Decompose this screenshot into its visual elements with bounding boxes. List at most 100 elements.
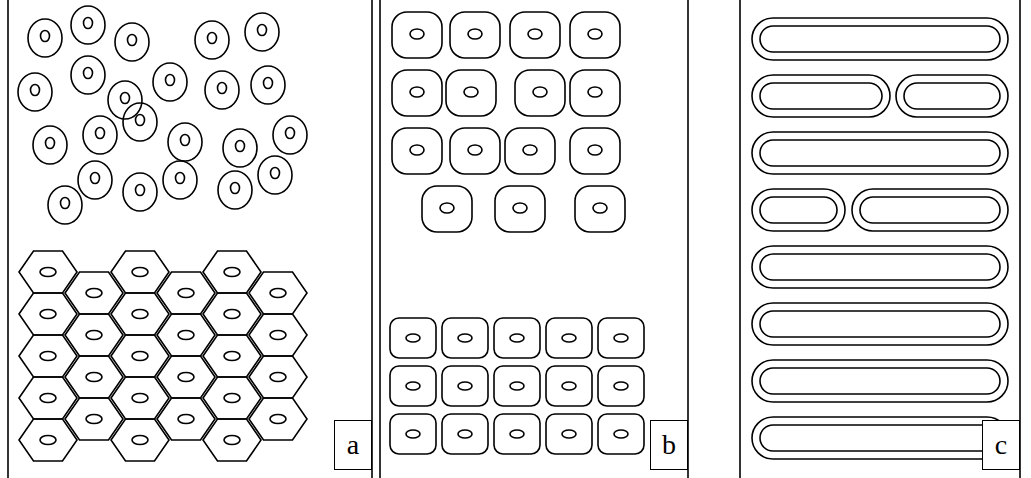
rounded-cell: [446, 70, 496, 116]
hexagonal-cell: [111, 293, 169, 335]
hexagonal-cell: [249, 398, 307, 440]
flattened-cell: [494, 366, 540, 406]
hexagonal-cell: [111, 419, 169, 461]
hexagonal-cell: [249, 314, 307, 356]
round-cell: [123, 103, 157, 141]
flattened-cell: [546, 366, 592, 406]
flattened-cell: [442, 366, 488, 406]
hexagonal-cell: [19, 377, 77, 419]
elongated-cells: [752, 18, 1008, 459]
hexagonal-cell: [157, 356, 215, 398]
hexagonal-cell: [203, 419, 261, 461]
hexagonal-cell: [203, 293, 261, 335]
hexagonal-cell: [157, 314, 215, 356]
flattened-cell: [598, 318, 644, 358]
elongated-cell: [752, 132, 1008, 174]
panel-border: [7, 0, 9, 478]
rounded-cell: [570, 128, 620, 174]
hexagonal-cell: [203, 377, 261, 419]
hexagonal-cell: [19, 335, 77, 377]
round-cell: [205, 71, 239, 109]
rounded-cell: [515, 70, 565, 116]
round-cell: [71, 6, 105, 44]
round-cell: [163, 161, 197, 199]
round-cell: [273, 116, 307, 154]
hexagonal-cell: [111, 377, 169, 419]
round-cell: [218, 171, 252, 209]
rounded-cells: [390, 12, 644, 454]
hexagonal-cell: [111, 251, 169, 293]
hexagonal-cell: [19, 251, 77, 293]
elongated-cell: [752, 303, 1008, 345]
flattened-cell: [390, 414, 436, 454]
hexagonal-cell: [65, 356, 123, 398]
panel-label-box: a: [334, 420, 372, 470]
round-cell: [28, 19, 62, 57]
rounded-cell: [570, 70, 620, 116]
elongated-cell: [752, 360, 1008, 402]
flattened-cell: [442, 414, 488, 454]
panel-border: [371, 0, 373, 478]
rounded-cell: [575, 186, 625, 232]
flattened-cell: [390, 318, 436, 358]
rounded-cell: [505, 128, 555, 174]
hexagonal-cell: [65, 272, 123, 314]
rounded-cell: [392, 128, 442, 174]
rounded-cell: [510, 12, 560, 58]
flattened-cell: [598, 366, 644, 406]
elongated-cell: [752, 189, 845, 231]
rounded-cell: [450, 128, 500, 174]
round-cell: [18, 73, 52, 111]
hexagonal-cell: [249, 356, 307, 398]
rounded-cell: [495, 186, 545, 232]
round-cell: [71, 56, 105, 94]
round-cell: [251, 66, 285, 104]
round-cell: [83, 116, 117, 154]
elongated-cell: [752, 18, 1008, 60]
elongated-cell: [752, 246, 1008, 288]
panel-border: [379, 0, 381, 478]
elongated-cell: [896, 75, 1008, 117]
round-cell: [123, 173, 157, 211]
flattened-cell: [598, 414, 644, 454]
flattened-cell: [442, 318, 488, 358]
hexagonal-cell: [65, 314, 123, 356]
elongated-cell: [752, 417, 1008, 459]
panel-letter: c: [995, 431, 1007, 459]
hexagonal-cell: [65, 398, 123, 440]
hexagonal-cell: [111, 335, 169, 377]
round-cell: [78, 161, 112, 199]
round-cell: [245, 13, 279, 51]
hexagonal-cell: [157, 398, 215, 440]
rounded-cell: [392, 12, 442, 58]
round-cell: [258, 156, 292, 194]
rounded-cell: [450, 12, 500, 58]
rounded-cell: [570, 12, 620, 58]
hexagonal-cell: [249, 272, 307, 314]
round-cell: [115, 23, 149, 61]
flattened-cell: [494, 414, 540, 454]
panel-letter: b: [662, 431, 676, 459]
round-cell: [153, 63, 187, 101]
elongated-cell: [752, 75, 890, 117]
panel-borders: [8, 0, 1020, 478]
hexagonal-cell: [19, 293, 77, 335]
flattened-cell: [546, 414, 592, 454]
flattened-cell: [390, 366, 436, 406]
panel-border: [739, 0, 741, 478]
round-cell: [195, 21, 229, 59]
panel-label-box: c: [982, 420, 1020, 470]
elongated-cell: [852, 189, 1008, 231]
hexagonal-cell: [157, 272, 215, 314]
round-cell: [33, 126, 67, 164]
panel-label-box: b: [650, 420, 688, 470]
flattened-cell: [494, 318, 540, 358]
panel-border: [687, 0, 689, 478]
round-cell: [48, 186, 82, 224]
panel-letter: a: [347, 431, 359, 459]
hexagonal-cell: [203, 251, 261, 293]
panel-border: [1019, 0, 1021, 478]
round-cell: [223, 129, 257, 167]
